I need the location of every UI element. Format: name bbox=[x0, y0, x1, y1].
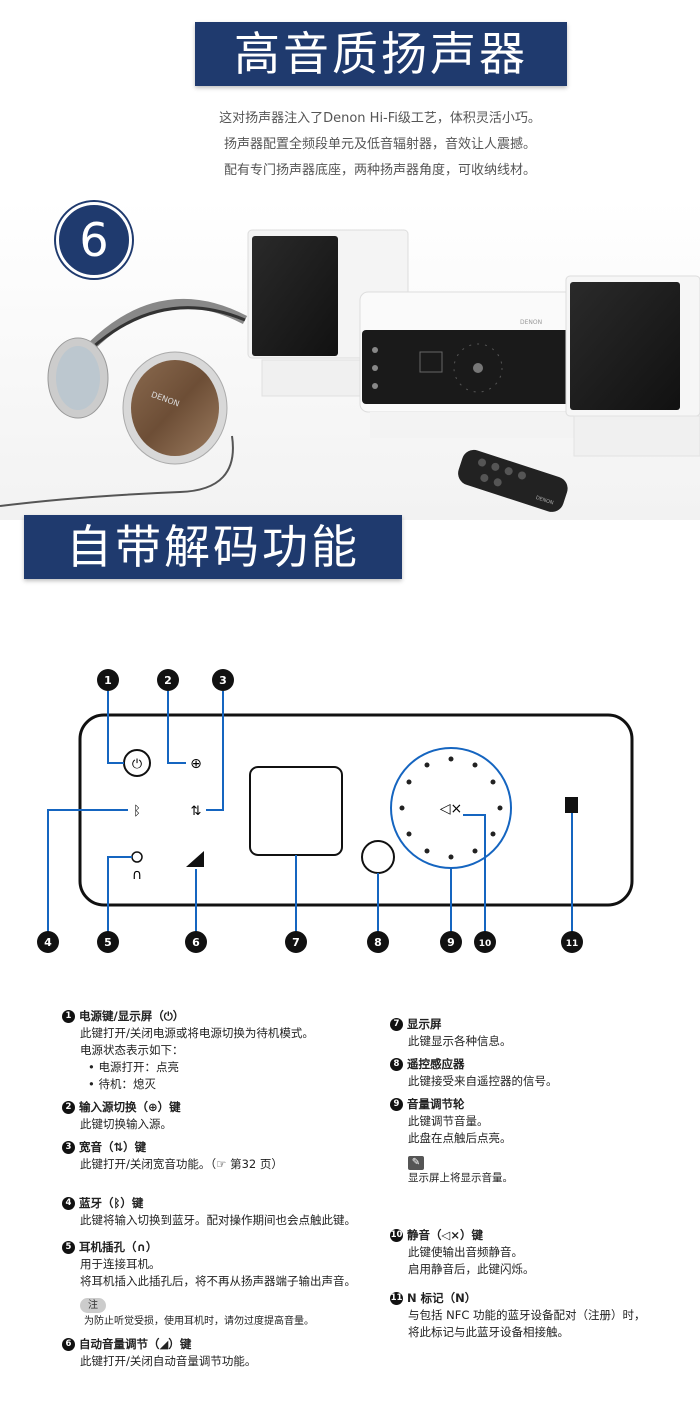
intro-line: 这对扬声器注入了Denon Hi-Fi级工艺，体积灵活小巧。 bbox=[219, 111, 541, 126]
headphone-icon: ∩ bbox=[132, 867, 142, 883]
legend-desc: 与包括 NFC 功能的蓝牙设备配对（注册）时， bbox=[408, 1308, 646, 1322]
legend-left: 1 电源键/显示屏（⏻） 此键打开/关闭电源或将电源切换为待机模式。 电源状态表示… bbox=[62, 1008, 372, 1376]
legend-badge: 10 bbox=[390, 1229, 403, 1242]
legend-badge: 6 bbox=[62, 1338, 75, 1351]
legend-right: 7 显示屏 此键显示各种信息。 8 遥控感应器 此键接受来自遥控器的信号。 9 音量调… bbox=[390, 1016, 690, 1347]
callout-9: 9 bbox=[447, 936, 455, 949]
leader-lines bbox=[47, 691, 573, 938]
legend-item-11: 11 N 标记（N） 与包括 NFC 功能的蓝牙设备配对（注册）时， 将此标记与此… bbox=[390, 1290, 690, 1341]
legend-bullet: • 待机：熄灭 bbox=[88, 1077, 156, 1091]
power-icon: ⏻ bbox=[132, 757, 142, 772]
nfc-mark-icon bbox=[565, 797, 578, 813]
unit-brand: DENON bbox=[520, 319, 542, 326]
legend-badge: 7 bbox=[390, 1018, 403, 1031]
title-banner: 高音质扬声器 bbox=[195, 22, 567, 86]
legend-title: 遥控感应器 bbox=[407, 1057, 465, 1071]
legend-desc: 此键打开/关闭电源或将电源切换为待机模式。 bbox=[80, 1026, 314, 1040]
feature-title-banner: 自带解码功能 bbox=[24, 515, 402, 579]
legend-desc: 此键调节音量。 bbox=[408, 1114, 489, 1128]
callout-10: 10 bbox=[479, 939, 492, 949]
callout-6: 6 bbox=[192, 936, 200, 949]
callout-4: 4 bbox=[44, 936, 52, 949]
callout-3: 3 bbox=[219, 674, 227, 687]
legend-desc: 此键切换输入源。 bbox=[80, 1117, 172, 1131]
legend-desc: 此键打开/关闭自动音量调节功能。 bbox=[80, 1354, 257, 1368]
legend-title: 音量调节轮 bbox=[407, 1097, 465, 1111]
note-text: 为防止听觉受损，使用耳机时，请勿过度提高音量。 bbox=[84, 1316, 314, 1327]
right-speaker bbox=[565, 275, 700, 457]
legend-desc: 电源状态表示如下： bbox=[80, 1043, 184, 1057]
volume-dots bbox=[399, 756, 503, 860]
legend-desc: 将耳机插入此插孔后，将不再从扬声器端子输出声音。 bbox=[80, 1274, 356, 1288]
legend-item-7: 7 显示屏 此键显示各种信息。 bbox=[390, 1016, 690, 1050]
legend-desc: 此键将输入切换到蓝牙。配对操作期间也会点触此键。 bbox=[80, 1213, 356, 1227]
legend-title: N 标记（N） bbox=[407, 1291, 477, 1305]
legend-item-4: 4 蓝牙（ᛒ）键 此键将输入切换到蓝牙。配对操作期间也会点触此键。 bbox=[62, 1195, 372, 1229]
legend-badge: 8 bbox=[390, 1058, 403, 1071]
legend-desc: 此键接受来自遥控器的信号。 bbox=[408, 1074, 558, 1088]
input-source-icon: ⊕ bbox=[190, 756, 202, 772]
legend-desc: 此键显示各种信息。 bbox=[408, 1034, 512, 1048]
legend-badge: 2 bbox=[62, 1101, 75, 1114]
display-window bbox=[249, 766, 343, 856]
legend-item-9: 9 音量调节轮 此键调节音量。 此盘在点触后点亮。 ✎ 显示屏上将显示音量。 bbox=[390, 1096, 690, 1187]
legend-desc: 此键使输出音频静音。 bbox=[408, 1245, 523, 1259]
legend-item-8: 8 遥控感应器 此键接受来自遥控器的信号。 bbox=[390, 1056, 690, 1090]
legend-bullet: • 电源打开：点亮 bbox=[88, 1060, 179, 1074]
auto-volume-icon bbox=[186, 851, 204, 867]
legend-badge: 4 bbox=[62, 1197, 75, 1210]
legend-desc: 此盘在点触后点亮。 bbox=[408, 1131, 512, 1145]
headphone-jack bbox=[131, 851, 143, 863]
legend-item-5: 5 耳机插孔（∩） 用于连接耳机。 将耳机插入此插孔后，将不再从扬声器端子输出声音… bbox=[62, 1239, 372, 1290]
legend-desc: 此键打开/关闭宽音功能。（☞ 第32 页） bbox=[80, 1157, 283, 1171]
panel-outline bbox=[78, 713, 634, 907]
front-panel-diagram: ⏻ ⊕ ⇅ ᛒ ∩ ◁× 1 2 3 4 5 6 7 8 9 10 bbox=[37, 669, 634, 953]
legend-title: 宽音（⇅）键 bbox=[79, 1140, 147, 1154]
remote-control: DENON bbox=[458, 449, 568, 512]
legend-title: 输入源切换（⊕）键 bbox=[79, 1100, 181, 1114]
main-unit: DENON bbox=[359, 291, 591, 438]
legend-badge: 3 bbox=[62, 1141, 75, 1154]
legend-title: 蓝牙（ᛒ）键 bbox=[79, 1196, 144, 1210]
legend-badge: 5 bbox=[62, 1241, 75, 1254]
callout-1: 1 bbox=[104, 674, 112, 687]
legend-desc: 启用静音后，此键闪烁。 bbox=[408, 1262, 535, 1276]
intro-line: 扬声器配置全频段单元及低音辐射器，音效让人震撼。 bbox=[223, 137, 536, 152]
legend-item-3: 3 宽音（⇅）键 此键打开/关闭宽音功能。（☞ 第32 页） bbox=[62, 1139, 372, 1173]
callout-badges: 1 2 3 4 5 6 7 8 9 10 11 bbox=[37, 669, 583, 953]
remote-brand: DENON bbox=[535, 495, 555, 506]
legend-title: 电源键/显示屏（⏻） bbox=[79, 1009, 185, 1023]
legend-item-10: 10 静音（◁×）键 此键使输出音频静音。 启用静音后，此键闪烁。 bbox=[390, 1227, 690, 1278]
note-tag: 注 bbox=[80, 1298, 106, 1313]
legend-title: 静音（◁×）键 bbox=[407, 1228, 483, 1242]
legend-desc: 将此标记与此蓝牙设备相接触。 bbox=[408, 1325, 569, 1339]
legend-item-1: 1 电源键/显示屏（⏻） 此键打开/关闭电源或将电源切换为待机模式。 电源状态表示… bbox=[62, 1008, 372, 1093]
intro-line: 配有专门扬声器底座，两种扬声器角度，可收纳线材。 bbox=[223, 163, 536, 178]
remote-sensor bbox=[361, 840, 395, 874]
intro-text: 这对扬声器注入了Denon Hi-Fi级工艺，体积灵活小巧。 扬声器配置全频段单… bbox=[170, 106, 590, 184]
legend-item-2: 2 输入源切换（⊕）键 此键切换输入源。 bbox=[62, 1099, 372, 1133]
pencil-icon: ✎ bbox=[408, 1156, 424, 1170]
headphones: DENON bbox=[0, 298, 248, 507]
callout-5: 5 bbox=[104, 936, 112, 949]
mute-icon: ◁× bbox=[440, 801, 463, 817]
callout-8: 8 bbox=[374, 936, 382, 949]
legend-tip: 显示屏上将显示音量。 bbox=[408, 1172, 513, 1184]
legend-badge: 1 bbox=[62, 1010, 75, 1023]
legend-badge: 9 bbox=[390, 1098, 403, 1111]
callout-7: 7 bbox=[292, 936, 300, 949]
legend-title: 自动音量调节（◢）键 bbox=[79, 1337, 192, 1351]
callout-2: 2 bbox=[164, 674, 172, 687]
legend-title: 耳机插孔（∩） bbox=[79, 1240, 158, 1254]
legend-badge: 11 bbox=[390, 1292, 403, 1305]
legend-title: 显示屏 bbox=[407, 1017, 442, 1031]
legend-item-6: 6 自动音量调节（◢）键 此键打开/关闭自动音量调节功能。 bbox=[62, 1336, 372, 1370]
product-photo: DENON DENON DENON bbox=[0, 200, 700, 520]
legend-note: 注 为防止听觉受损，使用耳机时，请勿过度提高音量。 bbox=[62, 1296, 372, 1330]
legend-desc: 用于连接耳机。 bbox=[80, 1257, 161, 1271]
feature-number-badge: 6 bbox=[56, 202, 132, 278]
callout-11: 11 bbox=[566, 939, 579, 949]
wide-sound-icon: ⇅ bbox=[191, 804, 202, 819]
bluetooth-icon: ᛒ bbox=[133, 804, 141, 819]
